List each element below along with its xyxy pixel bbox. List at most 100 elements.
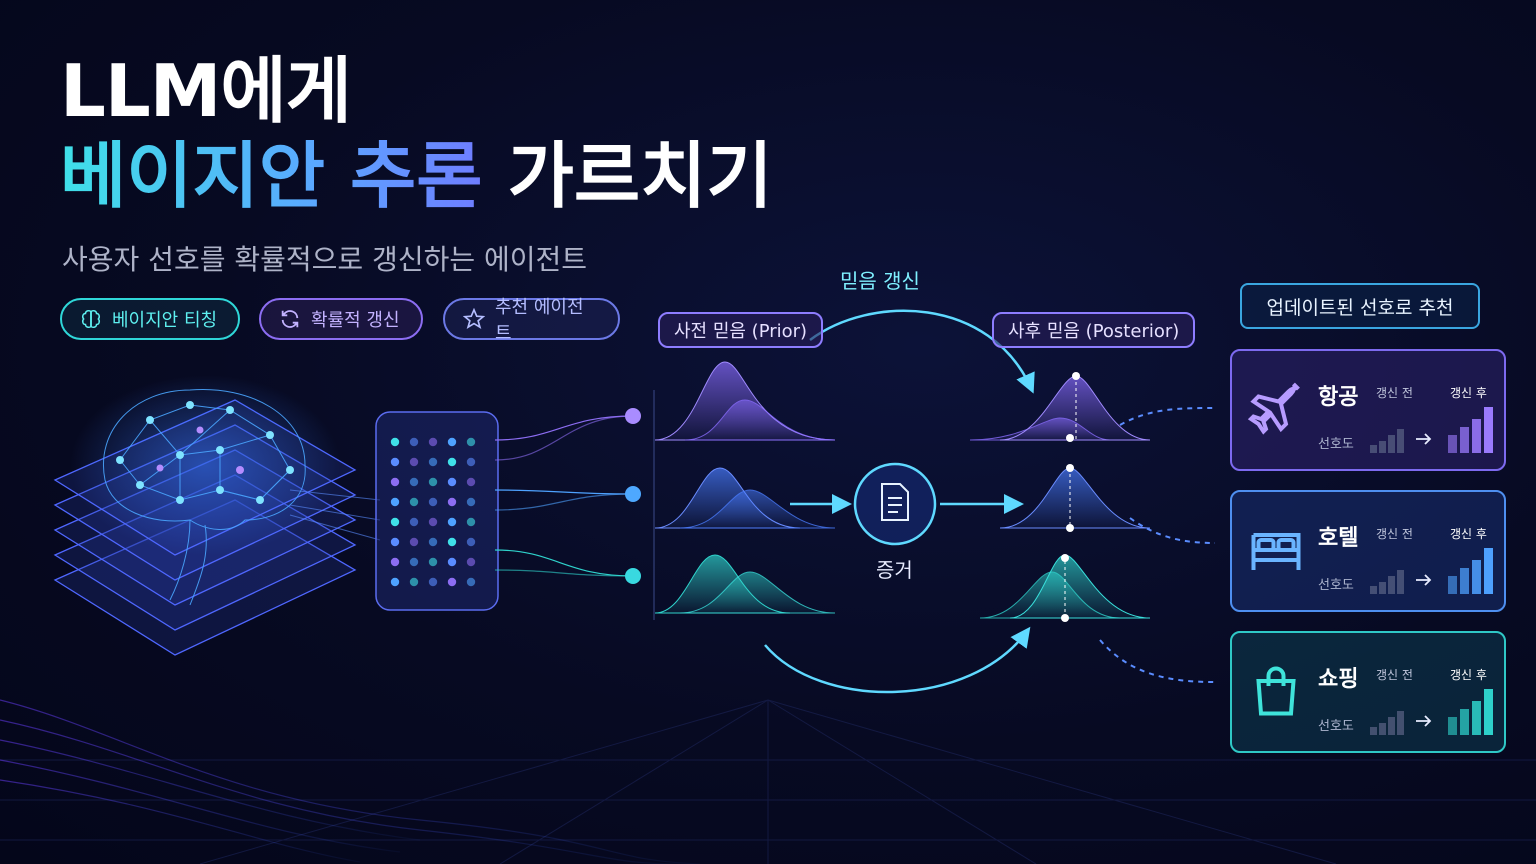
matrix-dot — [409, 577, 419, 587]
matrix-dot — [409, 557, 419, 567]
matrix-dot — [428, 497, 438, 507]
matrix-dot — [390, 557, 400, 567]
matrix-dot — [409, 517, 419, 527]
matrix-dot — [447, 437, 457, 447]
matrix-dot — [409, 497, 419, 507]
card-hotel[interactable]: 호텔 갱신 전 갱신 후 선호도 — [1230, 490, 1506, 612]
after-bar — [1484, 407, 1493, 453]
before-bar — [1379, 582, 1386, 594]
after-bar — [1472, 701, 1481, 735]
refresh-icon — [281, 310, 299, 328]
matrix-dot — [447, 557, 457, 567]
after-bar — [1460, 427, 1469, 453]
matrix-dot — [428, 537, 438, 547]
after-bar — [1460, 568, 1469, 594]
recommend-title: 업데이트된 선호로 추천 — [1240, 283, 1480, 329]
before-bar — [1370, 445, 1377, 453]
matrix-dot — [390, 537, 400, 547]
before-label: 갱신 전 — [1376, 386, 1413, 400]
after-bar — [1448, 435, 1457, 453]
before-bar — [1388, 576, 1395, 594]
after-label: 갱신 후 — [1450, 386, 1487, 400]
before-bar — [1379, 723, 1386, 735]
matrix-dot — [466, 517, 476, 527]
preference-bars — [1370, 689, 1493, 735]
matrix-dot — [466, 537, 476, 547]
prior-label: 사전 믿음 (Prior) — [658, 312, 824, 348]
update-label: 믿음 갱신 — [840, 269, 920, 293]
brain-illustration — [53, 375, 499, 656]
matrix-dot — [447, 457, 457, 467]
matrix-dot — [447, 497, 457, 507]
card-category: 항공 — [1318, 385, 1359, 410]
matrix-dot — [428, 517, 438, 527]
before-bar — [1397, 570, 1404, 594]
title-line-2: 베이지안 추론 가르치기 — [60, 140, 773, 212]
arrow-icon — [1416, 574, 1432, 586]
subtitle: 사용자 선호를 확률적으로 갱신하는 에이전트 — [62, 243, 588, 276]
after-label: 갱신 후 — [1450, 527, 1487, 541]
matrix-dot — [409, 477, 419, 487]
before-bar — [1388, 717, 1395, 735]
tag-bayesian-teaching: 베이지안 티칭 — [60, 298, 240, 340]
before-bar — [1379, 441, 1386, 453]
preference-bars — [1370, 407, 1493, 453]
before-bar — [1397, 429, 1404, 453]
before-bar — [1370, 586, 1377, 594]
matrix-dot — [447, 517, 457, 527]
shopping-bag-icon — [1256, 666, 1296, 716]
matrix-dot — [409, 537, 419, 547]
matrix-dot — [390, 477, 400, 487]
matrix-dot — [447, 537, 457, 547]
airplane-icon — [1247, 382, 1300, 435]
title-highlight-1: 베이지안 추론 — [60, 134, 483, 218]
matrix-dot — [466, 497, 476, 507]
matrix-dot — [390, 457, 400, 467]
arrow-icon — [1416, 715, 1432, 727]
tag-recommend-agent: 추천 에이전트 — [443, 297, 620, 344]
matrix-dot — [466, 557, 476, 567]
matrix-dot — [466, 437, 476, 447]
matrix-dot — [390, 517, 400, 527]
preference-label: 선호도 — [1318, 578, 1354, 593]
preference-label: 선호도 — [1318, 719, 1354, 734]
matrix-dot — [390, 437, 400, 447]
evidence-label: 증거 — [876, 558, 913, 582]
card-shopping[interactable]: 쇼핑 갱신 전 갱신 후 선호도 — [1230, 631, 1506, 753]
matrix-dot — [466, 477, 476, 487]
star-icon — [463, 308, 485, 330]
before-bar — [1397, 711, 1404, 735]
matrix-dot — [409, 457, 419, 467]
before-bar — [1370, 727, 1377, 735]
matrix-dot — [428, 437, 438, 447]
matrix-dot — [390, 577, 400, 587]
tag-label: 추천 에이전트 — [494, 297, 584, 344]
matrix-dot — [428, 557, 438, 567]
tag-label: 베이지안 티칭 — [112, 310, 218, 331]
after-bar — [1472, 560, 1481, 594]
matrix-dot — [428, 577, 438, 587]
matrix-dot — [447, 477, 457, 487]
after-bar — [1484, 689, 1493, 735]
preference-bars — [1370, 548, 1493, 594]
matrix-dot — [390, 497, 400, 507]
tag-probabilistic-update: 확률적 갱신 — [259, 298, 423, 340]
card-flight[interactable]: 항공 갱신 전 갱신 후 선호도 — [1230, 349, 1506, 471]
matrix-dot — [466, 457, 476, 467]
after-bar — [1448, 717, 1457, 735]
belief-update-diagram — [653, 309, 1216, 694]
posterior-label: 사후 믿음 (Posterior) — [992, 312, 1196, 348]
before-label: 갱신 전 — [1376, 527, 1413, 541]
matrix-dot — [447, 577, 457, 587]
brain-icon — [81, 309, 101, 329]
before-bar — [1388, 435, 1395, 453]
after-bar — [1460, 709, 1469, 735]
arrow-icon — [1416, 433, 1432, 445]
preference-label: 선호도 — [1318, 437, 1354, 452]
title-part-2: 가르치기 — [507, 134, 773, 218]
document-icon — [881, 483, 909, 521]
title-line-1: LLM에게 — [60, 49, 352, 133]
after-label: 갱신 후 — [1450, 668, 1487, 682]
matrix-dot — [428, 477, 438, 487]
